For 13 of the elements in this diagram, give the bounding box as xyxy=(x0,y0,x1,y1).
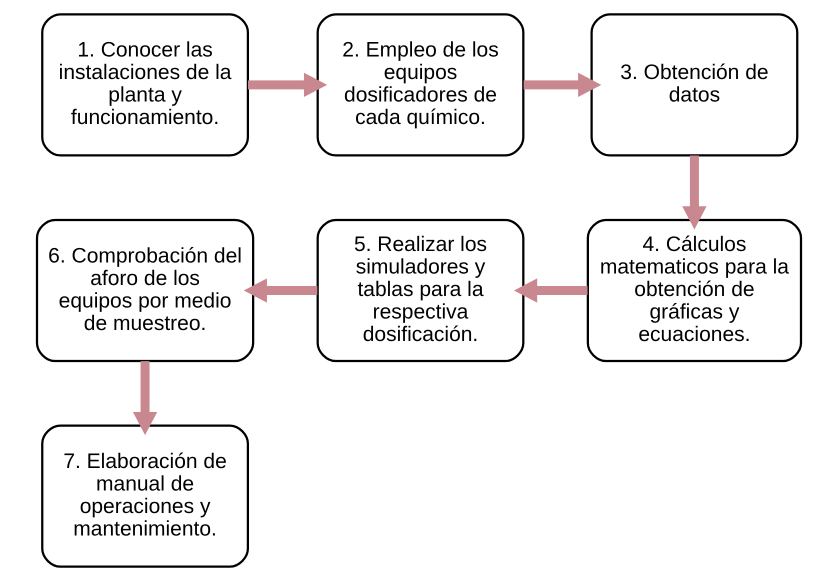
arrow xyxy=(514,278,588,303)
arrow xyxy=(244,278,318,303)
arrow xyxy=(524,72,602,98)
node-box: 2. Empleo de los equipos dosificadores de cada químico. xyxy=(316,13,524,157)
node-box: 1. Conocer las instalaciones de la planta y funcionamiento. xyxy=(41,13,250,157)
arrow xyxy=(248,72,328,98)
node-box: 4. Cálculos matematicos para la obtención de gráficas y ecuaciones. xyxy=(586,218,802,362)
arrow xyxy=(132,361,158,436)
node-box: 6. Comprobación del aforo de los equipos por medio de muestreo. xyxy=(36,218,254,362)
node-box: 5. Realizar los simuladores y tablas para la respectiva dosificación. xyxy=(316,218,524,362)
node-box: 7. Elaboración de manual de operaciones y mantenimiento. xyxy=(41,424,250,568)
arrow xyxy=(682,156,707,230)
node-box: 3. Obtención de datos xyxy=(590,13,798,157)
